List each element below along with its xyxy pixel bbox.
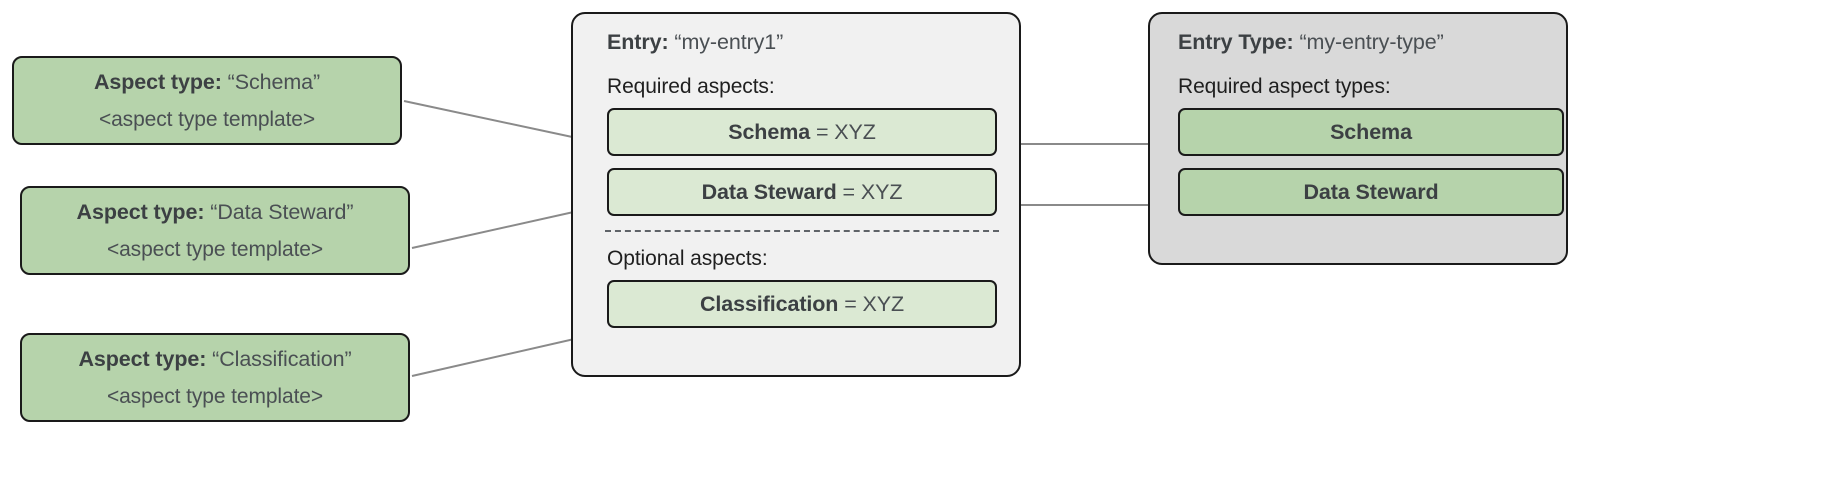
entry-name: “my-entry1”: [674, 30, 784, 54]
entry-required-aspect-schema: Schema = XYZ: [607, 108, 997, 156]
aspect-type-template: <aspect type template>: [106, 384, 324, 408]
aspect-type-name: “Data Steward”: [210, 199, 354, 224]
required-optional-divider: [605, 230, 999, 232]
entry-panel: Entry: “my-entry1” Required aspects: Sch…: [571, 12, 1021, 377]
aspect-type-card-heading: Aspect type: “Classification”: [78, 347, 351, 372]
aspect-name: Schema: [728, 119, 811, 144]
aspect-value: = XYZ: [844, 291, 905, 316]
aspect-type-name: “Classification”: [212, 346, 352, 371]
entry-type-required-aspect-types-label: Required aspect types:: [1178, 75, 1391, 98]
entry-type-panel-title: Entry Type: “my-entry-type”: [1178, 30, 1546, 55]
aspect-type-template: <aspect type template>: [106, 237, 324, 261]
aspect-type-label: Aspect type:: [78, 346, 207, 371]
entry-type-panel: Entry Type: “my-entry-type” Required asp…: [1148, 12, 1568, 265]
entry-optional-aspects-label: Optional aspects:: [607, 247, 768, 270]
aspect-type-card-heading: Aspect type: “Data Steward”: [77, 200, 354, 225]
entry-label: Entry:: [607, 30, 669, 54]
entry-type-label: Entry Type:: [1178, 30, 1294, 54]
aspect-type-card-data-steward: Aspect type: “Data Steward” <aspect type…: [20, 186, 410, 275]
entry-optional-aspect-classification: Classification = XYZ: [607, 280, 997, 328]
entry-type-required-aspect-type-data-steward: Data Steward: [1178, 168, 1564, 216]
aspect-type-template: <aspect type template>: [98, 107, 316, 131]
entry-required-aspects-label: Required aspects:: [607, 75, 775, 98]
aspect-type-label: Aspect type:: [76, 199, 205, 224]
aspect-name: Data Steward: [701, 179, 837, 204]
aspect-type-card-schema: Aspect type: “Schema” <aspect type templ…: [12, 56, 402, 145]
aspect-name: Classification: [699, 291, 839, 316]
aspect-value: = XYZ: [815, 119, 876, 144]
aspect-type-card-heading: Aspect type: “Schema”: [94, 70, 320, 95]
entry-panel-title: Entry: “my-entry1”: [607, 30, 995, 55]
entry-required-aspect-data-steward: Data Steward = XYZ: [607, 168, 997, 216]
entry-type-name: “my-entry-type”: [1299, 30, 1444, 54]
aspect-type-card-classification: Aspect type: “Classification” <aspect ty…: [20, 333, 410, 422]
aspect-value: = XYZ: [842, 179, 903, 204]
aspect-type-label: Aspect type:: [93, 69, 222, 94]
entry-type-required-aspect-type-schema: Schema: [1178, 108, 1564, 156]
aspect-type-name: “Schema”: [227, 69, 321, 94]
